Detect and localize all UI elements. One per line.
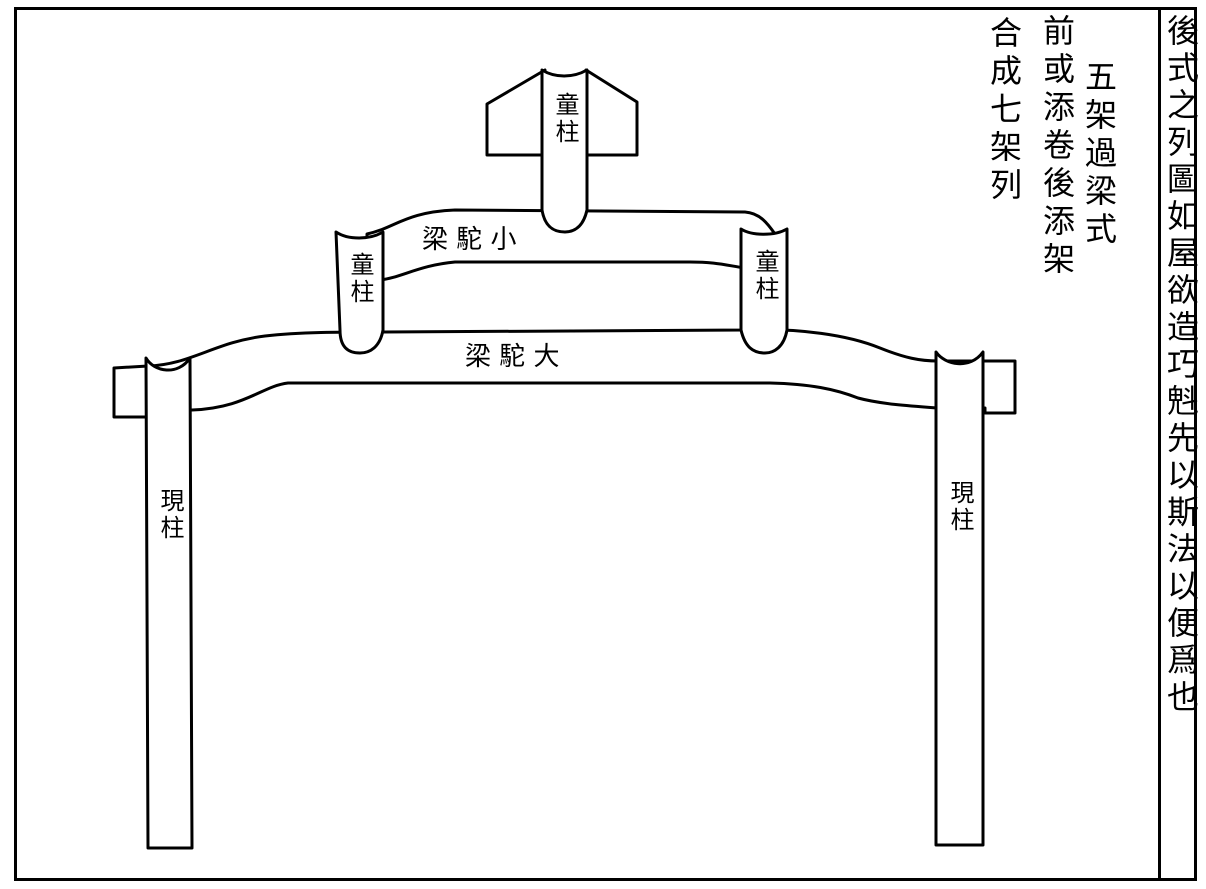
right-column-label: 現柱 bbox=[946, 480, 974, 534]
small-beam-label: 梁 駝 小 bbox=[422, 225, 517, 255]
king-post bbox=[540, 68, 589, 234]
caption-line-3: 合成七架列 bbox=[985, 16, 1023, 206]
king-post-label: 童柱 bbox=[551, 92, 579, 146]
right-column bbox=[934, 350, 985, 847]
right-queen-post bbox=[739, 227, 789, 355]
left-queen-post bbox=[334, 230, 385, 355]
side-column-text: 後式之列圖如屋欲造巧𣁽先以斯法以便爲也 bbox=[1162, 14, 1200, 717]
caption-line-2: 前或添卷後添架 bbox=[1038, 14, 1076, 280]
left-queen-post-label: 童柱 bbox=[346, 252, 374, 306]
left-column bbox=[144, 356, 194, 850]
caption-line-1: 五架過梁式 bbox=[1080, 60, 1118, 250]
big-beam bbox=[112, 328, 1017, 419]
right-queen-post-label: 童柱 bbox=[751, 249, 779, 303]
left-column-label: 現柱 bbox=[156, 488, 184, 542]
page-border bbox=[14, 7, 1197, 881]
big-beam-label: 梁 駝 大 bbox=[465, 342, 560, 372]
side-column-rule bbox=[1158, 7, 1161, 881]
